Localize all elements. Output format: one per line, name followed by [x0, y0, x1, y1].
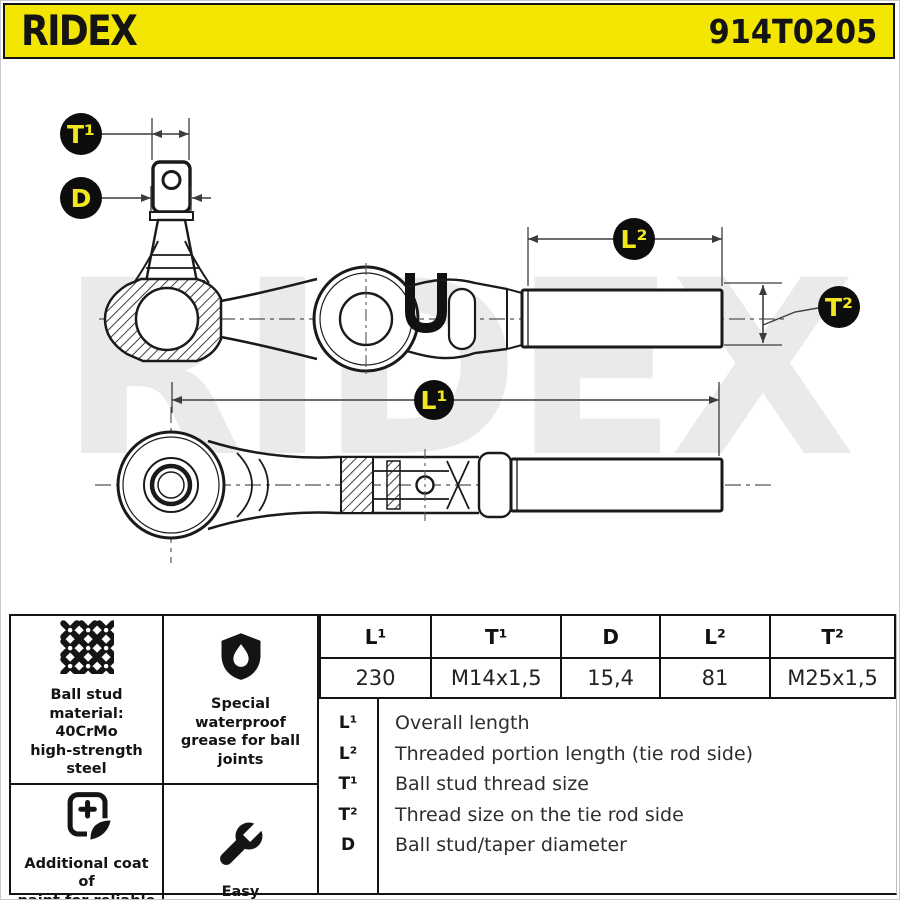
feature-corrosion-protection: Additional coat of paint for reliable co…	[11, 784, 164, 899]
dim-label-d: D	[60, 177, 102, 219]
dimension-lines	[102, 118, 819, 456]
spec-header: L²	[658, 614, 772, 659]
brand-logo: RIDEX	[21, 6, 138, 55]
dimension-labels: T¹ D L² T² L¹	[60, 113, 860, 420]
legend-symbol: L²	[338, 743, 358, 764]
spec-value: M14x1,5	[429, 657, 563, 699]
legend-symbol: T²	[338, 804, 358, 825]
svg-text:T²: T²	[825, 293, 853, 322]
legend-description: Threaded portion length (tie rod side)	[395, 742, 754, 765]
legend-symbol: D	[340, 835, 356, 856]
side-view	[99, 160, 789, 375]
legend-row: D Ball stud/taper diameter	[319, 830, 896, 861]
svg-text:L¹: L¹	[421, 386, 448, 415]
plan-view	[95, 407, 773, 563]
spec-value: 81	[658, 657, 772, 699]
spec-header: D	[560, 614, 661, 659]
feature-grid: Ball stud material: 40CrMo high-strength…	[9, 614, 319, 899]
dim-label-t2: T²	[818, 286, 860, 328]
spec-header: T¹	[429, 614, 563, 659]
technical-drawing: RIDEX	[1, 1, 899, 613]
brand-header: RIDEX 914T0205	[3, 3, 895, 59]
feature-text: Ball stud material: 40CrMo high-strength…	[30, 687, 143, 778]
dim-label-t1: T¹	[60, 113, 102, 155]
feature-ball-stud-material: Ball stud material: 40CrMo high-strength…	[11, 616, 164, 785]
wrench-icon	[219, 818, 266, 865]
legend-row: T² Thread size on the tie rod side	[319, 800, 896, 831]
legend-divider	[377, 699, 379, 893]
tie-rod-end-drawing: RIDEX	[59, 113, 860, 563]
feature-text: Special waterproof grease for ball joint…	[180, 696, 301, 768]
legend-symbol: L¹	[338, 713, 358, 734]
legend-description: Overall length	[395, 712, 530, 735]
paint-coat-icon	[67, 791, 112, 841]
svg-text:L²: L²	[621, 225, 648, 254]
feature-waterproof-grease: Special waterproof grease for ball joint…	[164, 616, 317, 785]
spec-column: L¹ T¹ D L² T² 230 M14x1,5 15,4 81 M25x1,…	[319, 614, 897, 895]
spec-header-row: L¹ T¹ D L² T²	[319, 614, 896, 659]
legend-description: Ball stud/taper diameter	[395, 834, 627, 857]
svg-text:T¹: T¹	[67, 120, 95, 149]
spec-value: 230	[319, 657, 432, 699]
spec-header: T²	[769, 614, 896, 659]
feature-easy-installation: Easy installation	[164, 785, 317, 900]
spec-value: M25x1,5	[769, 657, 896, 699]
legend-symbol: T¹	[338, 774, 358, 795]
legend-description: Ball stud thread size	[395, 773, 589, 796]
part-number: 914T0205	[708, 11, 877, 51]
legend-row: L² Threaded portion length (tie rod side…	[319, 739, 896, 770]
spec-value-row: 230 M14x1,5 15,4 81 M25x1,5	[319, 657, 896, 699]
feature-text: Easy installation	[221, 883, 260, 900]
info-section: Ball stud material: 40CrMo high-strength…	[9, 614, 897, 899]
shield-drop-icon	[221, 633, 260, 681]
spec-table: L¹ T¹ D L² T² 230 M14x1,5 15,4 81 M25x1,…	[319, 614, 896, 699]
spec-header: L¹	[319, 614, 432, 659]
dim-label-l1: L¹	[414, 380, 454, 420]
dimension-legend: L¹ Overall length L² Threaded portion le…	[319, 699, 896, 893]
spec-value: 15,4	[560, 657, 661, 699]
dim-label-l2: L²	[613, 218, 655, 260]
feature-text: Additional coat of paint for reliable co…	[18, 855, 156, 899]
knurl-icon	[59, 620, 114, 674]
legend-description: Thread size on the tie rod side	[395, 803, 684, 826]
legend-row: T¹ Ball stud thread size	[319, 769, 896, 800]
legend-row: L¹ Overall length	[319, 708, 896, 739]
svg-text:D: D	[71, 184, 92, 213]
